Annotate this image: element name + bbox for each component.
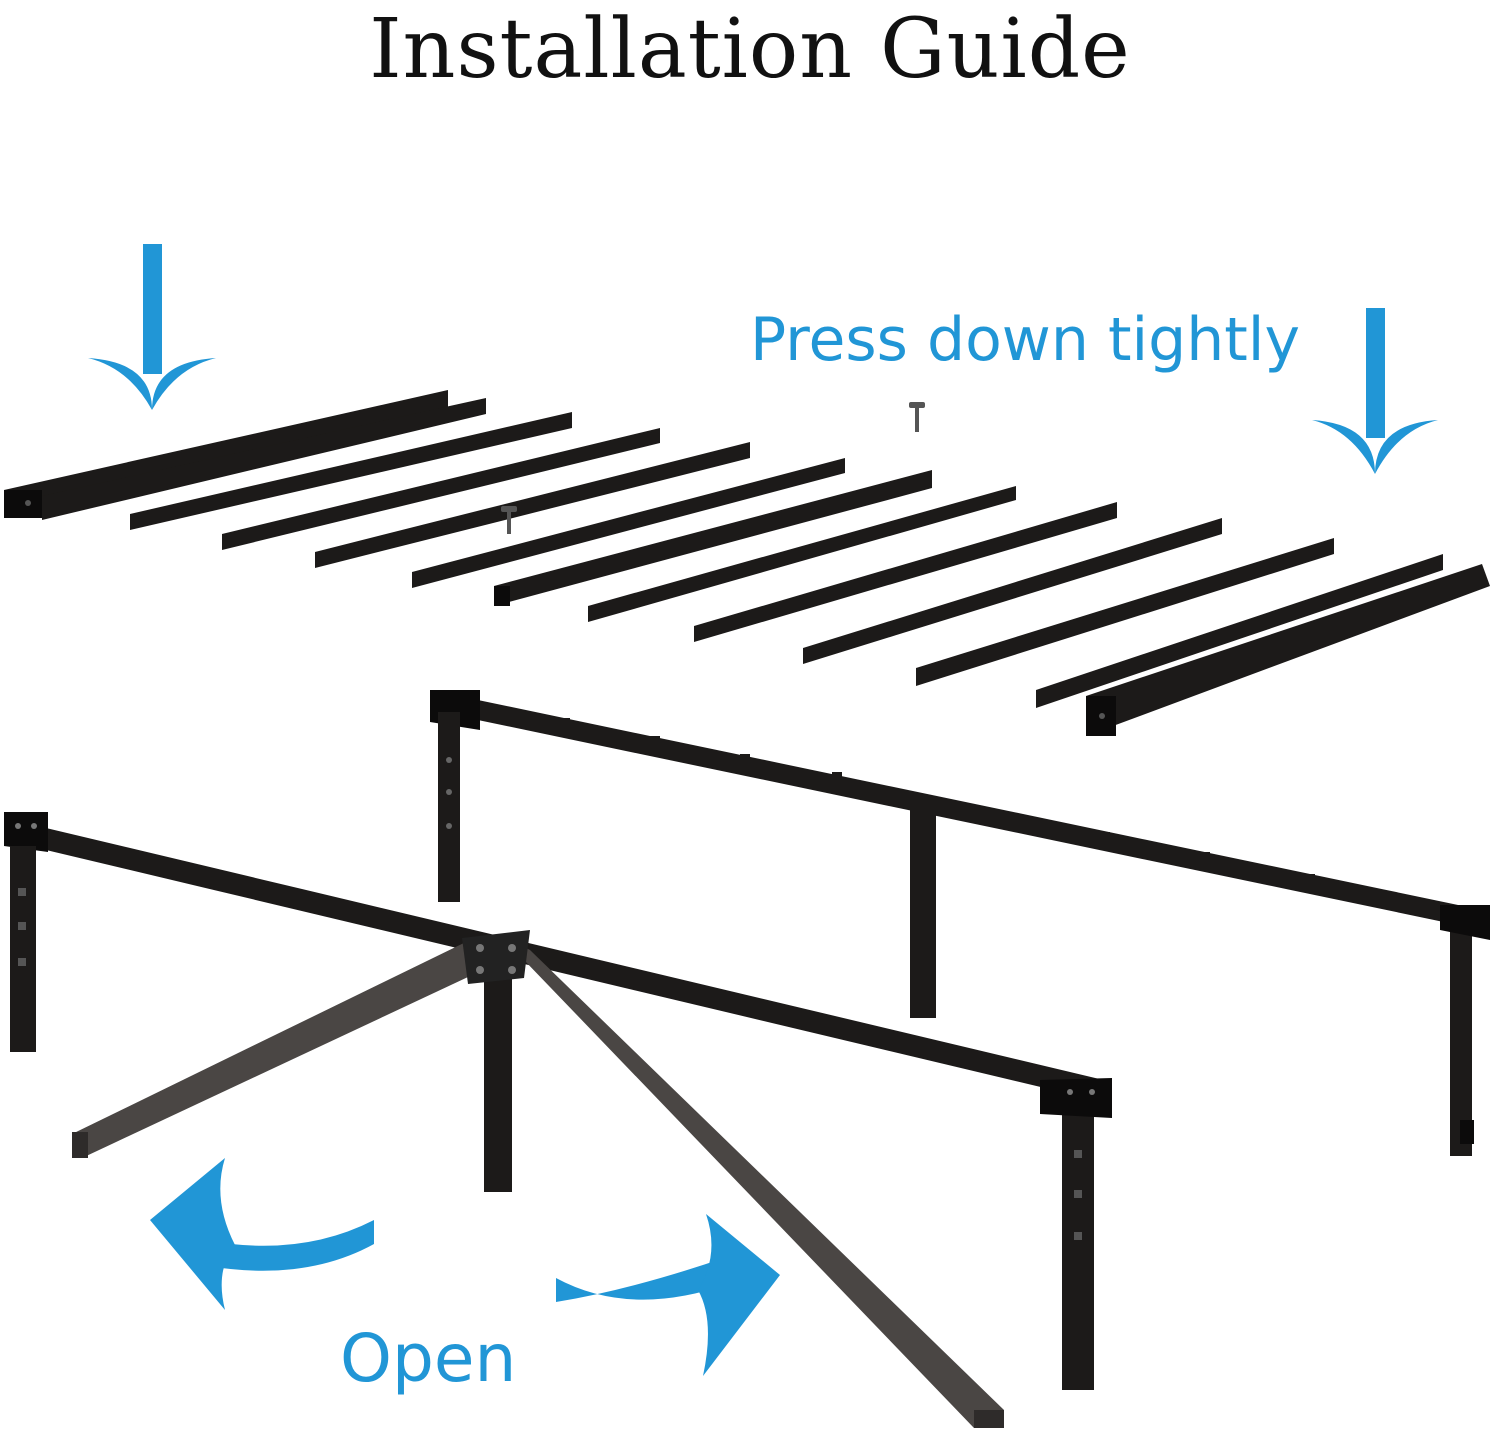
slats xyxy=(4,390,1490,736)
front-frame xyxy=(4,812,1112,1390)
folding-legs xyxy=(72,930,1004,1428)
arrow-down-icon xyxy=(1312,308,1438,474)
open-label: Open xyxy=(340,1320,517,1397)
arrow-down-icon xyxy=(88,244,216,410)
screw-icon xyxy=(501,506,517,534)
page-title: Installation Guide xyxy=(369,2,1131,97)
press-down-label: Press down tightly xyxy=(750,305,1300,375)
back-frame xyxy=(430,690,1490,1156)
curved-arrow-left-icon xyxy=(150,1158,374,1310)
screw-icon xyxy=(909,402,925,432)
curved-arrow-right-icon xyxy=(556,1214,780,1376)
